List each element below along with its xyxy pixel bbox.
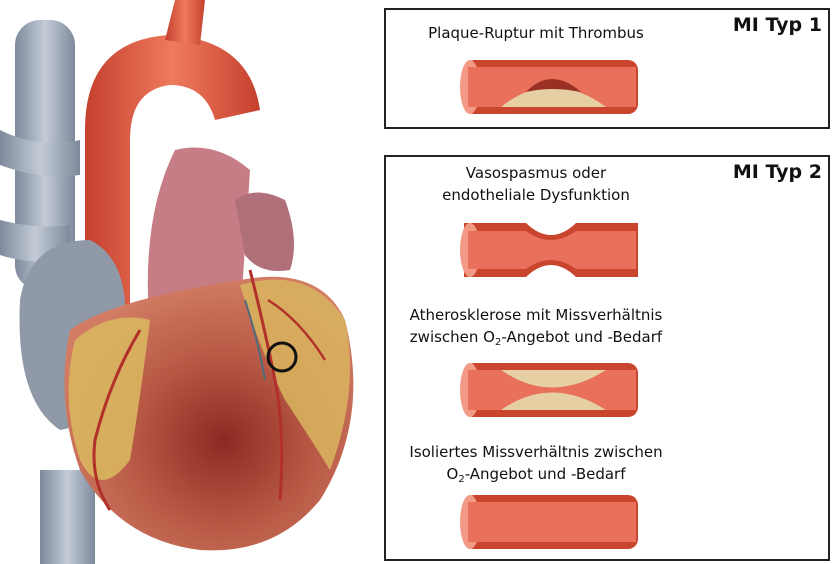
atherosclerosis-caption: Atherosklerose mit Missverhältnis zwisch… <box>386 304 686 348</box>
vasospasm-caption: Vasospasmus oder endotheliale Dysfunktio… <box>386 162 686 206</box>
vasospasm-caption-line2: endotheliale Dysfunktion <box>386 184 686 206</box>
isolated-mismatch-caption-line1: Isoliertes Missverhältnis zwischen <box>386 441 686 463</box>
isolated-mismatch-caption-line2: O2-Angebot und -Bedarf <box>386 463 686 485</box>
mi-type2-label: MI Typ 2 <box>733 161 822 183</box>
mi-type2-panel: MI Typ 2 Vasospasmus oder endotheliale D… <box>384 155 830 561</box>
atherosclerosis-caption-line1: Atherosklerose mit Missverhältnis <box>386 304 686 326</box>
plaque-rupture-vessel <box>456 52 646 122</box>
isolated-mismatch-vessel <box>456 487 646 557</box>
atherosclerosis-caption-line2: zwischen O2-Angebot und -Bedarf <box>386 326 686 348</box>
isolated-mismatch-caption: Isoliertes Missverhältnis zwischen O2-An… <box>386 441 686 485</box>
atherosclerosis-vessel <box>456 355 646 425</box>
vena-cava-lower <box>40 470 95 564</box>
plaque-rupture-caption: Plaque-Ruptur mit Thrombus <box>386 22 686 44</box>
vasospasm-vessel <box>456 215 646 285</box>
mi-type1-label: MI Typ 1 <box>733 14 822 36</box>
aortic-arch-branch <box>165 0 205 45</box>
vasospasm-caption-line1: Vasospasmus oder <box>386 162 686 184</box>
heart-illustration <box>0 0 380 564</box>
mi-type1-panel: MI Typ 1 Plaque-Ruptur mit Thrombus <box>384 8 830 129</box>
